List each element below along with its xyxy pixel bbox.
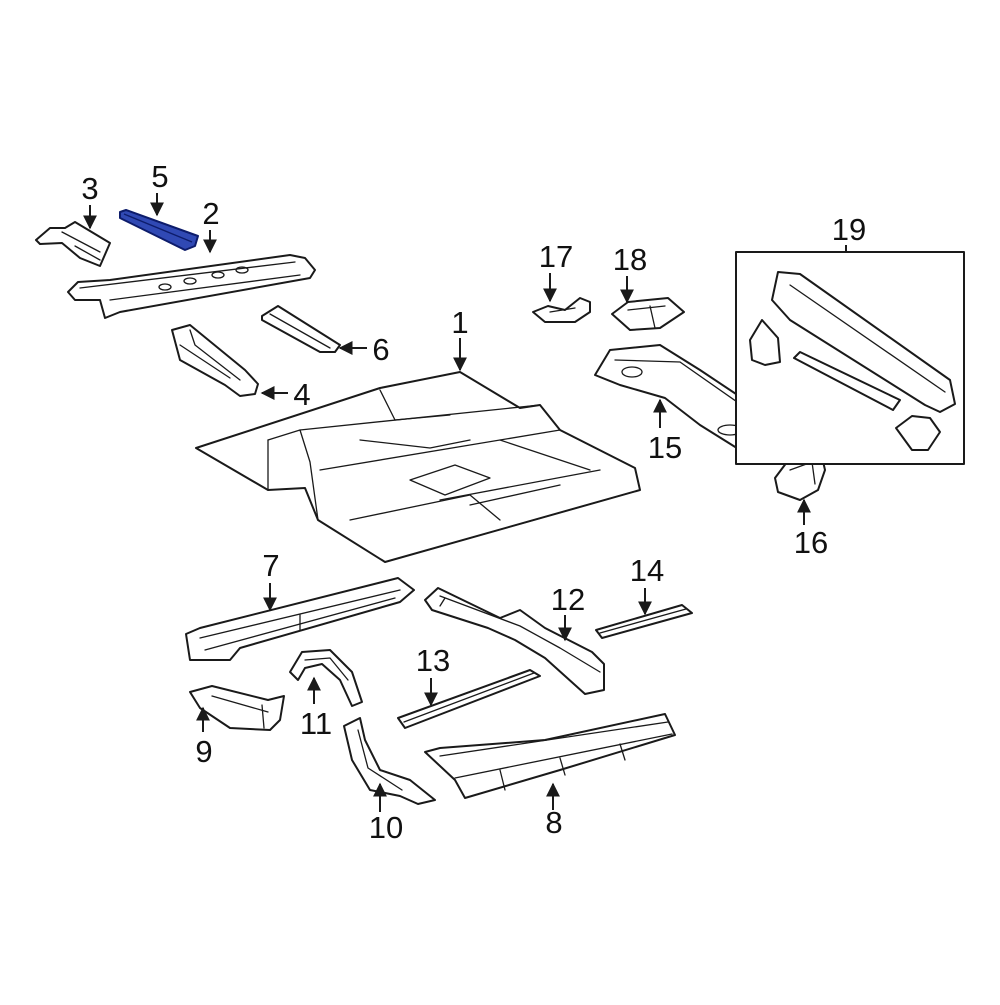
callout-5: 5 (151, 159, 168, 194)
callout-12: 12 (551, 582, 585, 617)
callout-3: 3 (81, 171, 98, 206)
part-7-sill-rail[interactable] (185, 577, 415, 661)
part-10-lower-rail[interactable] (343, 717, 436, 805)
callout-2: 2 (202, 196, 219, 231)
callout-10: 10 (369, 810, 403, 845)
callout-1: 1 (451, 305, 468, 340)
part-19-assembly-box[interactable] (735, 251, 965, 465)
callout-14: 14 (630, 553, 664, 588)
part-1-floor-pan[interactable] (195, 371, 641, 563)
callout-13: 13 (416, 643, 450, 678)
callout-6: 6 (372, 332, 389, 367)
part-18-plate[interactable] (611, 297, 685, 331)
part-8-sill-rail[interactable] (424, 713, 676, 799)
part-6-rail-strip[interactable] (261, 305, 341, 353)
callout-8: 8 (545, 805, 562, 840)
leader-lines (83, 193, 847, 812)
part-3-bracket[interactable] (35, 221, 111, 267)
part-5-reinforcement-highlighted[interactable] (119, 209, 199, 251)
callout-18: 18 (613, 242, 647, 277)
callout-15: 15 (648, 430, 682, 465)
callout-19: 19 (832, 212, 866, 247)
callout-7: 7 (262, 548, 279, 583)
part-4-side-bracket[interactable] (171, 324, 259, 397)
callout-16: 16 (794, 525, 828, 560)
part-2-crossmember[interactable] (67, 254, 316, 319)
callout-17: 17 (539, 239, 573, 274)
callout-4: 4 (293, 377, 310, 412)
part-9-lower-bracket[interactable] (189, 685, 285, 731)
part-17-bracket[interactable] (532, 297, 591, 323)
part-13-strip[interactable] (397, 669, 541, 729)
callout-9: 9 (195, 734, 212, 769)
callout-11: 11 (300, 706, 332, 741)
part-12-crossmember[interactable] (424, 587, 605, 695)
part-11-arch-bracket[interactable] (289, 649, 363, 707)
part-14-strip[interactable] (595, 604, 693, 639)
